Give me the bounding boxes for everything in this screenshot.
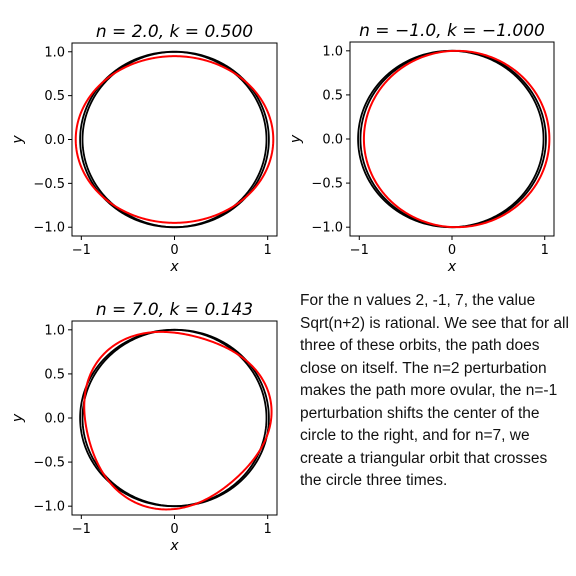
plot-1: −1 0 1 1.0 0.5 0.0 −0.5 −1.0 x y n = 2.0, k = 0.50… [10,22,278,275]
y-tick-label: 0.5 [322,88,343,103]
axes-frame [349,41,555,237]
y-tick-label: 1.0 [322,44,343,59]
series-2 [362,49,551,229]
y-tick-label: −0.5 [33,177,65,192]
plot-title: n = −1.0, k = −1.000 [359,21,545,41]
plot-title: n = 7.0, k = 0.143 [96,300,253,320]
plot-area [357,49,551,229]
y-tick-label: −0.5 [311,177,343,192]
x-tick-label: −1 [72,243,91,258]
plot-area [79,328,273,511]
series-1-trace-b [359,49,547,229]
axes-frame [71,42,278,237]
series-2 [83,330,273,511]
x-tick-label: 1 [264,522,272,537]
series-1-trace-b [81,328,270,508]
series-2 [74,55,275,224]
x-tick-label: 0 [170,522,178,537]
series-1-trace-b [81,50,270,229]
explanation-text: For the n values 2, -1, 7, the value Sqr… [300,292,569,489]
x-tick-label: 1 [541,243,549,258]
y-tick-label: 0.0 [322,133,343,148]
series-1-trace-a [79,328,268,508]
x-tick-label: −1 [72,522,91,537]
y-tick-label: 1.0 [44,45,65,60]
y-tick-label: 0.5 [44,367,65,382]
plot-3: −1 0 1 1.0 0.5 0.0 −0.5 −1.0 x y n = 7.0, k = 0.14… [10,300,278,554]
y-tick-label: −1.0 [311,221,343,236]
y-tick-label: −0.5 [33,456,65,471]
series-1-trace-a [79,50,268,229]
x-tick-label: 0 [170,243,178,258]
y-tick-label: −1.0 [33,221,65,236]
y-tick-label: 0.0 [44,133,65,148]
y-axis-label: y [10,413,26,423]
axes-frame [71,320,278,516]
y-tick-label: 1.0 [44,323,65,338]
y-tick-label: 0.5 [44,89,65,104]
x-axis-label: x [169,538,179,554]
y-axis-label: y [288,134,304,144]
y-tick-label: −1.0 [33,500,65,515]
plot-title: n = 2.0, k = 0.500 [96,22,253,42]
plot-area [74,50,275,229]
x-tick-label: −1 [350,243,369,258]
y-tick-label: 0.0 [44,412,65,427]
x-axis-label: x [447,259,457,275]
x-tick-label: 0 [448,243,456,258]
x-tick-label: 1 [264,243,272,258]
plot-2: −1 0 1 1.0 0.5 0.0 −0.5 −1.0 x y n = −1.0, k = −1.… [288,21,555,275]
series-1-trace-a [357,49,545,229]
x-axis-label: x [169,259,179,275]
y-axis-label: y [10,135,26,145]
